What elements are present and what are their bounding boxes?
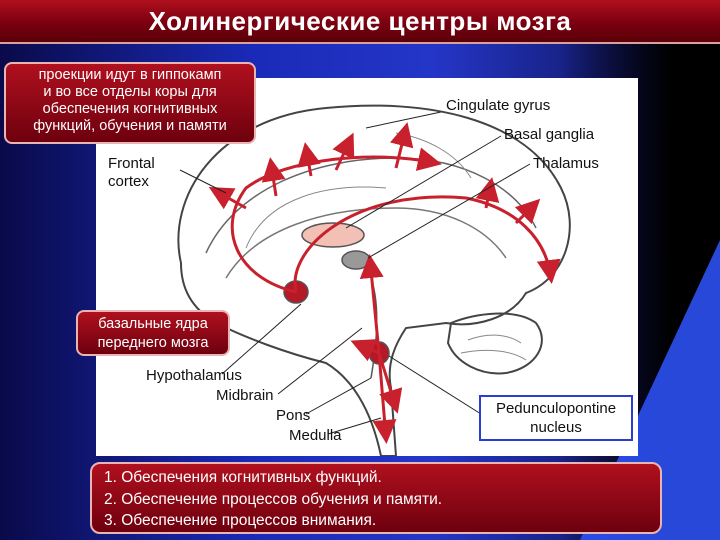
list-item: 1. Обеспечения когнитивных функций. [104, 469, 382, 486]
label-cingulate: Cingulate gyrus [446, 97, 550, 114]
page-title: Холинергические центры мозга [148, 5, 572, 36]
leader-lines [179, 111, 531, 435]
note-line: обеспечения когнитивных [42, 101, 218, 117]
label-frontal: Frontal [108, 155, 155, 172]
brain-outline [177, 104, 571, 457]
label-hypothalamus: Hypothalamus [146, 367, 242, 384]
cerebellum [446, 312, 543, 375]
label-basal-ganglia: Basal ganglia [504, 126, 595, 143]
note-line: переднего мозга [97, 335, 209, 351]
thalamus-nucleus [341, 250, 371, 270]
list-item: 2. Обеспечение процессов обучения и памя… [104, 490, 443, 508]
note-line: проекции идут в гиппокамп [38, 67, 222, 83]
basal-forebrain-note: базальные ядра переднего мозга [76, 310, 230, 356]
label-midbrain: Midbrain [216, 387, 274, 404]
label-pedunculopontine: Pedunculopontine [496, 400, 616, 417]
label-medulla: Medulla [289, 427, 342, 444]
label-nucleus: nucleus [530, 419, 582, 436]
functions-list: 1. Обеспечения когнитивных функций. 2. О… [90, 462, 662, 534]
brain-diagram: Cingulate gyrus Basal ganglia Thalamus F… [108, 97, 633, 457]
hippocampus-projection-note: проекции идут в гиппокамп и во все отдел… [4, 62, 256, 144]
note-line: и во все отделы коры для [43, 84, 217, 100]
note-line: функций, обучения и памяти [33, 118, 227, 134]
label-cortex: cortex [108, 173, 149, 190]
ppn-label-box [479, 395, 633, 441]
label-thalamus: Thalamus [533, 155, 599, 172]
title-bar: Холинергические центры мозга [0, 0, 720, 44]
note-line: базальные ядра [98, 316, 208, 332]
label-pons: Pons [276, 407, 310, 424]
list-item: 3. Обеспечение процессов внимания. [104, 512, 377, 529]
